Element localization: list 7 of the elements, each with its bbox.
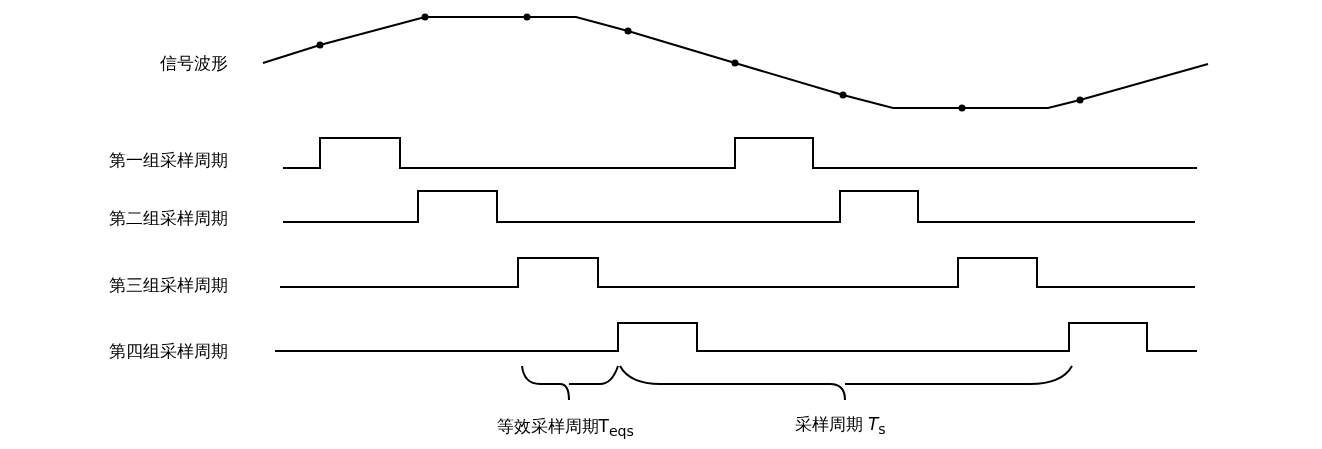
- period-label: 等效采样周期T$_{eqs}$: [496, 416, 634, 442]
- row-label: 第四组采样周期: [109, 341, 228, 361]
- period-label: 采样周期 T$_{s}$: [794, 414, 886, 440]
- row-label: 第一组采样周期: [109, 150, 228, 170]
- row-label: 第三组采样周期: [109, 275, 228, 295]
- signal-label: 信号波形: [160, 53, 228, 73]
- row-label: 第二组采样周期: [109, 208, 228, 228]
